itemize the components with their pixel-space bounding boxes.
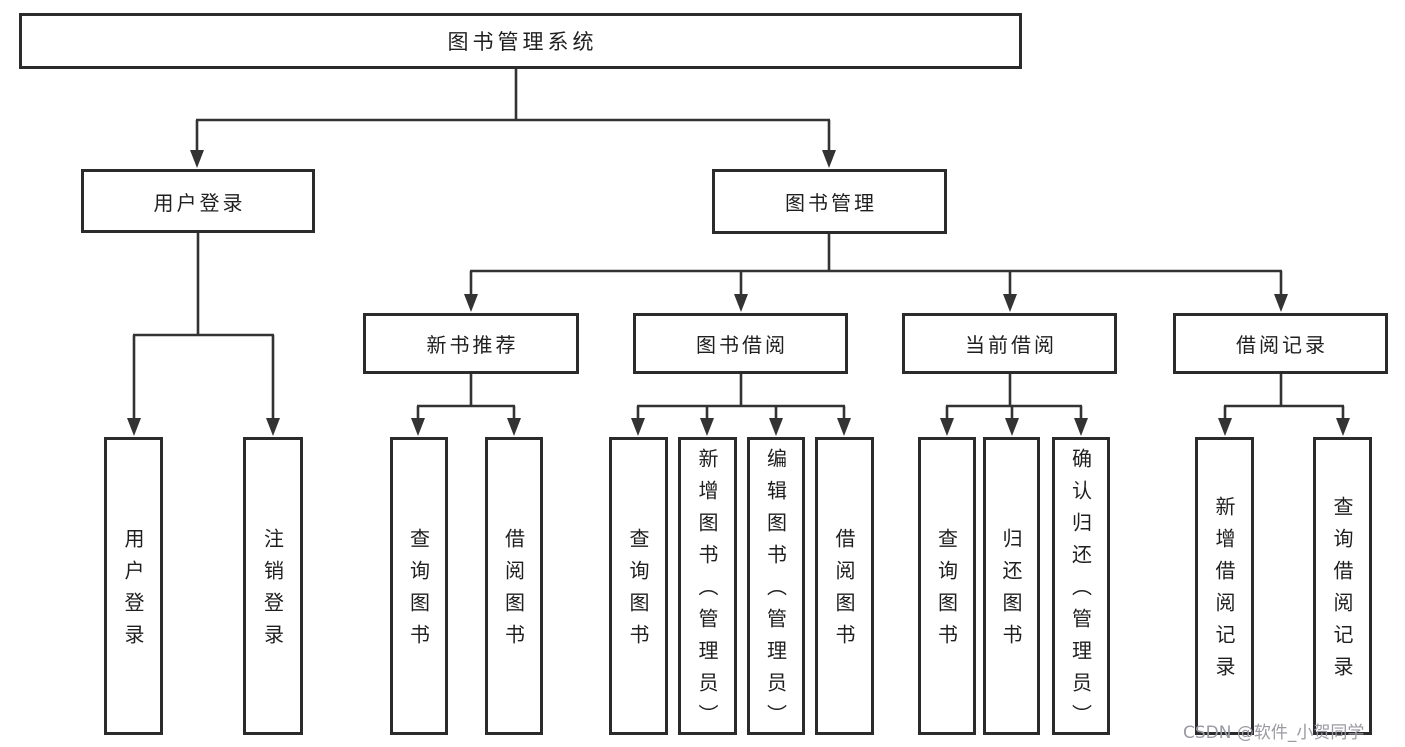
- wire-bookmgmt-to-level3: [469, 234, 1283, 296]
- node-user-login: 用户登录: [81, 169, 315, 233]
- csdn-watermark: CSDN @软件_小贺同学: [1183, 723, 1365, 743]
- arrowhead: [822, 150, 836, 168]
- arrowhead: [769, 418, 783, 436]
- leaf-user-login-label: 用户登录: [121, 528, 145, 656]
- wire-newbook-to-leaves: [416, 374, 516, 420]
- node-borrow-records: 借阅记录: [1173, 313, 1388, 374]
- node-new-book: 新书推荐: [363, 313, 579, 374]
- leaf-current-confirm: 确认归还（管理员）: [1052, 437, 1110, 736]
- node-current-borrow: 当前借阅: [902, 313, 1117, 374]
- arrowhead: [700, 418, 714, 436]
- arrowhead: [1074, 418, 1088, 436]
- leaf-newbook-query-label: 查询图书: [406, 528, 431, 656]
- arrowhead: [507, 418, 521, 436]
- leaf-current-return: 归还图书: [983, 437, 1040, 735]
- node-book-mgmt: 图书管理: [712, 169, 947, 234]
- leaf-logout-label: 注销登录: [260, 528, 285, 656]
- leaf-borrow-add: 新增图书（管理员）: [678, 437, 737, 736]
- leaf-newbook-borrow: 借阅图书: [485, 437, 543, 735]
- node-root: 图书管理系统: [19, 13, 1022, 69]
- arrowhead: [940, 418, 954, 436]
- leaf-newbook-query: 查询图书: [390, 437, 448, 735]
- arrowhead: [464, 294, 478, 312]
- leaf-current-query-label: 查询图书: [934, 528, 959, 656]
- arrowhead: [631, 418, 645, 436]
- leaf-records-query-label: 查询借阅记录: [1330, 496, 1354, 688]
- node-book-borrow-label: 图书借阅: [696, 333, 788, 357]
- node-current-borrow-label: 当前借阅: [965, 333, 1057, 357]
- arrowhead: [411, 418, 425, 436]
- leaf-borrow-query-label: 查询图书: [626, 528, 650, 656]
- arrowhead: [127, 418, 141, 436]
- node-new-book-label: 新书推荐: [426, 333, 519, 357]
- leaf-user-login: 用户登录: [104, 437, 163, 735]
- leaf-borrow-add-label: 新增图书（管理员）: [695, 448, 719, 736]
- leaf-borrow-edit: 编辑图书（管理员）: [747, 437, 805, 736]
- node-book-borrow: 图书借阅: [633, 313, 848, 374]
- arrowhead: [1218, 418, 1232, 436]
- node-borrow-records-label: 借阅记录: [1236, 333, 1328, 357]
- arrowhead: [1274, 294, 1288, 312]
- leaf-borrow-book-label: 借阅图书: [832, 528, 856, 656]
- wire-bookborrow-to-leaves: [636, 374, 846, 420]
- wire-root-to-level2: [195, 69, 831, 152]
- leaf-current-confirm-label: 确认归还（管理员）: [1068, 448, 1093, 736]
- arrowhead: [266, 418, 280, 436]
- leaf-records-add: 新增借阅记录: [1195, 437, 1254, 735]
- leaf-borrow-book: 借阅图书: [815, 437, 874, 735]
- leaf-current-query: 查询图书: [918, 437, 976, 735]
- node-book-mgmt-label: 图书管理: [785, 191, 877, 215]
- leaf-newbook-borrow-label: 借阅图书: [501, 528, 526, 656]
- leaf-borrow-edit-label: 编辑图书（管理员）: [763, 448, 788, 736]
- arrowhead: [734, 294, 748, 312]
- arrowhead: [190, 150, 204, 168]
- arrowhead: [1003, 294, 1017, 312]
- leaf-borrow-query: 查询图书: [609, 437, 668, 735]
- arrowhead: [1336, 418, 1350, 436]
- leaf-logout: 注销登录: [243, 437, 303, 735]
- arrowhead: [1005, 418, 1019, 436]
- leaf-current-return-label: 归还图书: [999, 528, 1023, 656]
- node-root-label: 图书管理系统: [447, 30, 598, 54]
- leaf-records-query: 查询借阅记录: [1313, 437, 1372, 735]
- arrowhead: [837, 418, 851, 436]
- wire-currentborrow-to-leaves: [945, 374, 1083, 420]
- wire-userlogin-to-leaves: [132, 232, 275, 420]
- leaf-records-add-label: 新增借阅记录: [1212, 496, 1236, 688]
- wire-records-to-leaves: [1223, 374, 1345, 420]
- node-user-login-label: 用户登录: [153, 190, 246, 215]
